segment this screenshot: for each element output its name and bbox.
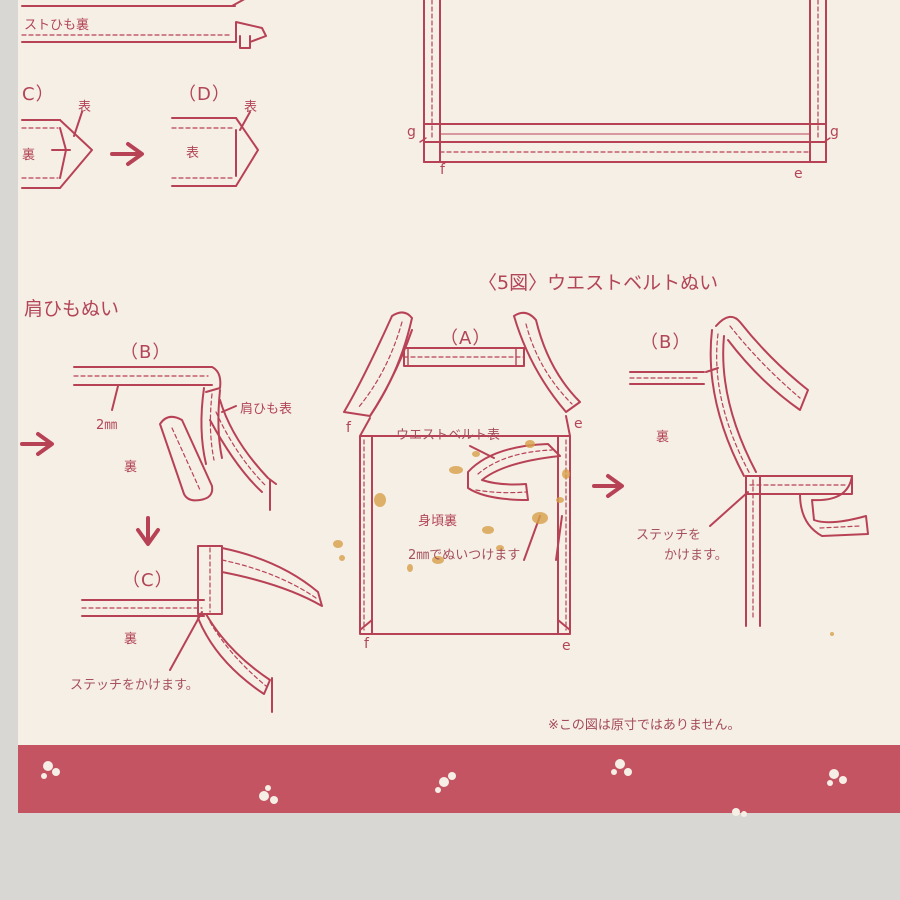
arrow-right-icon: [20, 432, 54, 456]
front-label: 表: [186, 146, 200, 161]
top-strap-remnant: [21, 0, 267, 49]
step-c-shoulder: （C）: [122, 570, 174, 591]
point-f-top: f: [440, 162, 445, 178]
top-belt-frame: [419, 0, 831, 163]
top-c-fold: [21, 111, 93, 189]
front-label: 表: [78, 100, 92, 115]
point-e-a-bottom: e: [562, 638, 571, 654]
step-c-top: C）: [22, 84, 55, 105]
shoulder-b-diagram: [73, 366, 277, 511]
strap-front-label: 肩ひも表: [240, 402, 293, 417]
flower-motifs: [41, 759, 847, 817]
fig5-b-diagram: [629, 315, 869, 627]
top-d-fold: [171, 111, 259, 187]
back-label: 裏: [124, 632, 138, 647]
shoulder-c-diagram: [81, 545, 323, 713]
point-g-left: g: [407, 124, 416, 140]
step-d-top: （D）: [178, 84, 231, 105]
fig5-a-diagram: [343, 311, 581, 635]
back-label: 裏: [124, 460, 138, 475]
step-b-belt: （B）: [640, 332, 692, 353]
point-f-a: f: [346, 420, 351, 436]
body-back-label: 身頃裏: [418, 514, 458, 529]
not-actual-size-note: ※この図は原寸ではありません。: [548, 718, 741, 733]
decorative-band: [18, 745, 900, 813]
arrow-right-icon: [592, 474, 624, 498]
front-label: 表: [244, 100, 258, 115]
strap-back-label: ストひも裏: [24, 18, 90, 33]
step-a-belt: （A）: [440, 328, 492, 349]
step-b-shoulder: （B）: [120, 342, 172, 363]
stitch-instruction-line2: かけます。: [664, 548, 728, 563]
stitch-instruction-line1: ステッチを: [636, 528, 702, 543]
shoulder-strap-title: 肩ひもぬい: [24, 298, 120, 320]
arrow-right-icon: [110, 142, 144, 166]
point-e-a: e: [574, 416, 583, 432]
point-g-right: g: [830, 124, 839, 140]
paper-stains: [333, 440, 834, 636]
belt-front-label: ウエストベルト表: [396, 428, 501, 443]
point-e-top: e: [794, 166, 803, 182]
back-label: 裏: [656, 430, 670, 445]
arrow-down-icon: [136, 516, 160, 546]
sew-2mm-label: 2㎜でぬいつけます: [408, 548, 521, 563]
point-f-a-bottom: f: [364, 636, 369, 652]
seam-2mm-label: 2㎜: [96, 418, 118, 433]
figure-5-title: 〈5図〉ウエストベルトぬい: [478, 272, 719, 294]
stitch-instruction: ステッチをかけます。: [70, 678, 199, 693]
back-label: 裏: [22, 148, 36, 163]
